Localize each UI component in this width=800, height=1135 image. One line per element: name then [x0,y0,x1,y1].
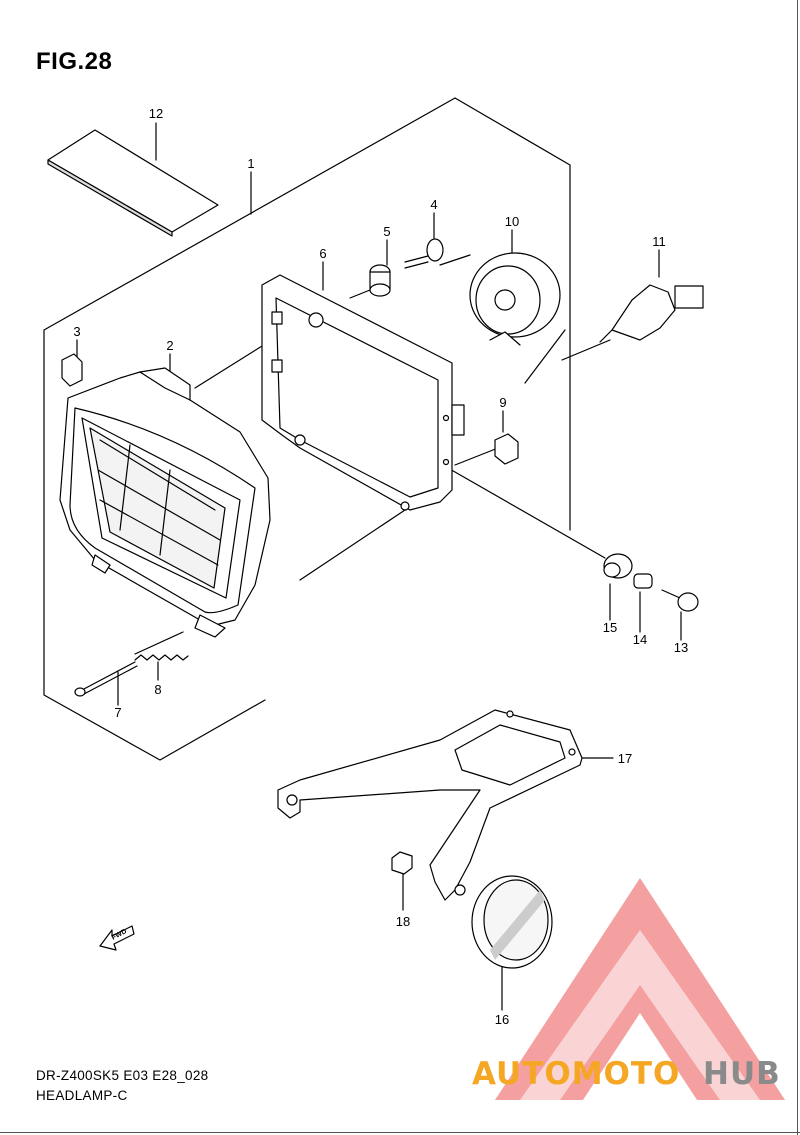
page-border-right [797,0,798,1135]
callout-16: 16 [495,1012,509,1027]
screw-part-7 [74,661,138,697]
forward-arrow-icon: FWD [99,925,135,951]
callout-6: 6 [319,246,326,261]
clip-nut-part-3 [61,353,83,387]
headlamp-frame-part [261,274,465,511]
clip-nut-part-9 [494,433,519,465]
callout-5: 5 [383,224,390,239]
bulb-part-11 [599,284,704,343]
watermark-text: AUTOMOTO HUB [472,1056,781,1092]
callout-11: 11 [652,234,666,249]
watermark-logo [495,878,785,1100]
callout-labels: 12 1 4 5 10 11 6 3 2 9 15 14 13 8 7 17 1… [73,106,688,1027]
svg-text:HUB: HUB [703,1056,781,1092]
spring-part-8 [134,631,189,661]
callout-14: 14 [633,632,647,647]
reflector-part-16 [471,875,553,969]
figure-title: FIG.28 [36,48,113,75]
callout-18: 18 [396,914,410,929]
bolt-part-13 [661,589,699,612]
socket-cover-part-10 [469,252,561,346]
grommet-part-5 [369,264,391,297]
callout-9: 9 [499,395,506,410]
callout-2: 2 [166,338,173,353]
headlamp-stay-part-17 [277,709,583,901]
damper-part-15 [603,553,633,579]
svg-text:AUTOMOTO: AUTOMOTO [472,1056,680,1092]
callout-10: 10 [505,214,519,229]
callout-1: 1 [247,156,254,171]
callout-8: 8 [154,682,161,697]
callout-12: 12 [149,106,163,121]
headlamp-unit-part [59,367,271,638]
callout-15: 15 [603,620,617,635]
label-sticker-part [47,129,219,237]
screw-part-4 [404,238,444,269]
callout-3: 3 [73,324,80,339]
page-border-bottom [0,1132,800,1133]
callout-13: 13 [674,640,688,655]
model-code: DR-Z400SK5 E03 E28_028 [36,1068,209,1083]
callout-7: 7 [114,705,121,720]
nut-part-18 [391,851,413,875]
callout-4: 4 [430,197,437,212]
callout-17: 17 [618,751,632,766]
section-name: HEADLAMP-C [36,1088,128,1103]
collar-part-14 [633,573,653,589]
